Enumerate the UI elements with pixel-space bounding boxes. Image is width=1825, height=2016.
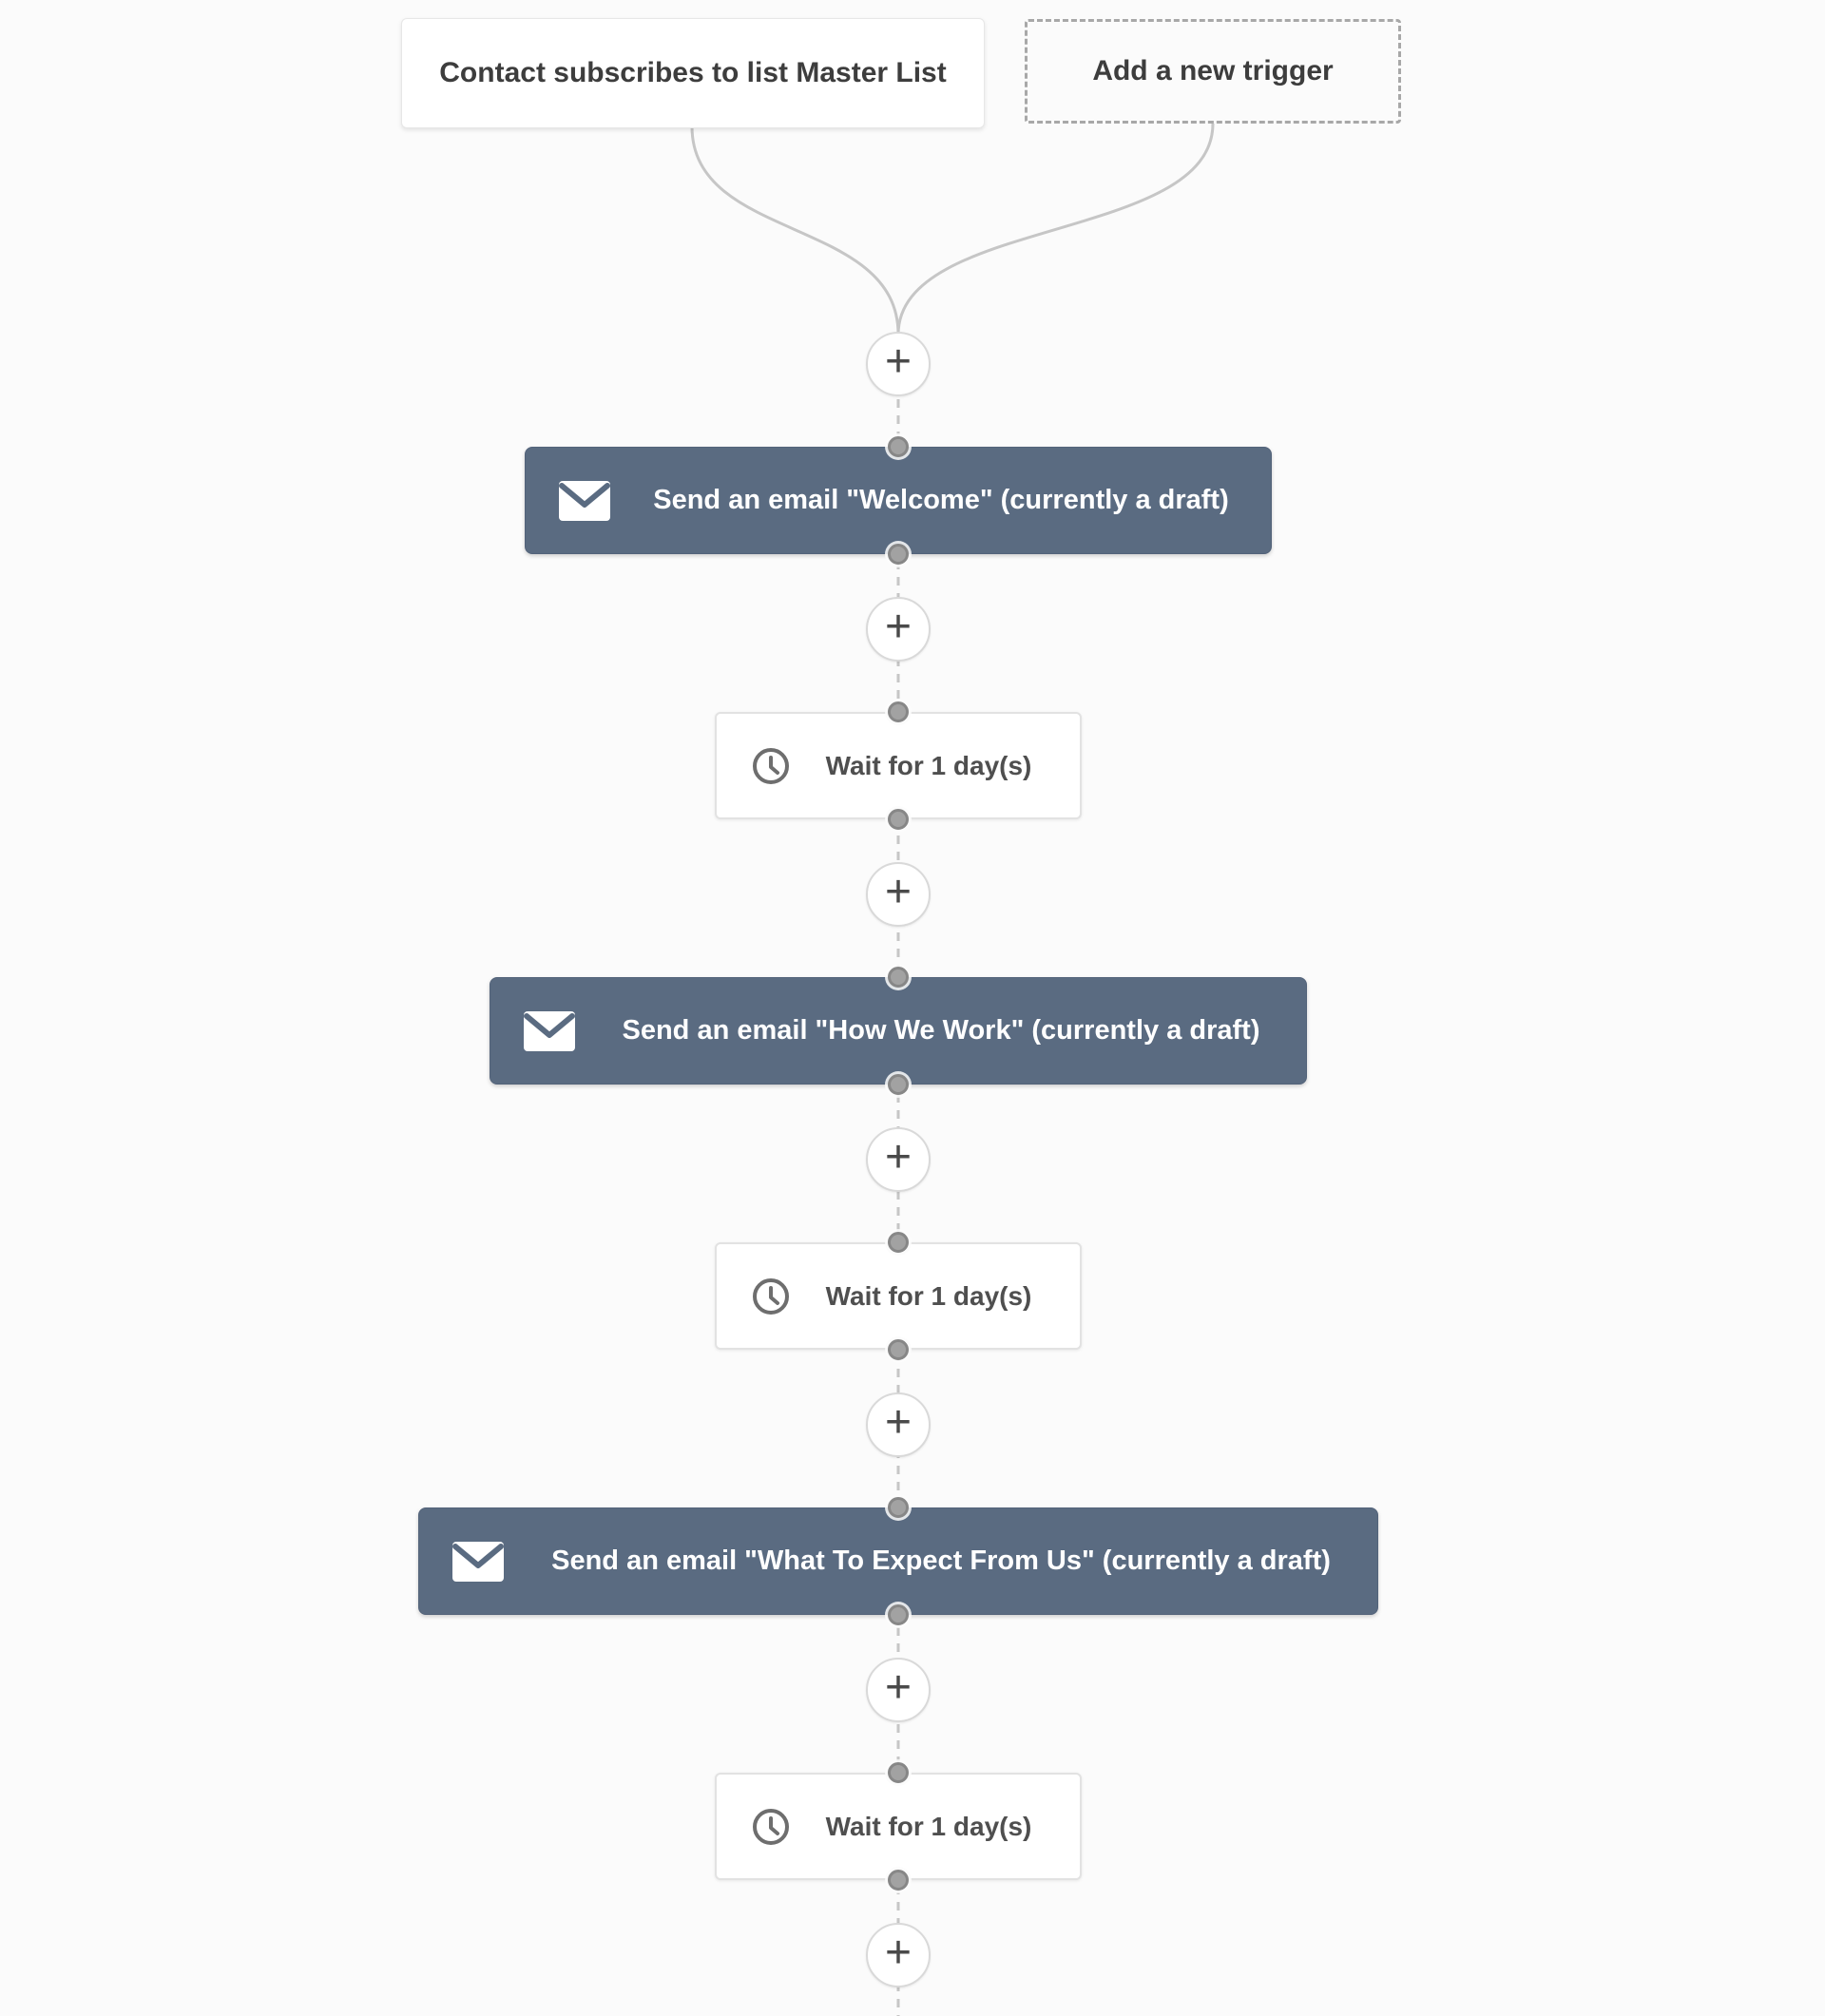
envelope-icon bbox=[523, 1010, 576, 1052]
node-dot bbox=[888, 1339, 909, 1360]
email-step-label: Send an email "How We Work" (currently a… bbox=[622, 1015, 1260, 1046]
plus-icon: + bbox=[884, 1928, 912, 1978]
email-step-label: Send an email "What To Expect From Us" (… bbox=[551, 1546, 1331, 1576]
plus-icon: + bbox=[884, 336, 912, 387]
node-dot bbox=[888, 701, 909, 722]
node-dot bbox=[888, 544, 909, 565]
clock-icon bbox=[751, 1277, 791, 1316]
add-step-button-5[interactable]: + bbox=[866, 1392, 931, 1457]
wait-step-label: Wait for 1 day(s) bbox=[825, 1280, 1032, 1311]
add-step-button-4[interactable]: + bbox=[866, 1127, 931, 1192]
node-dot bbox=[888, 1870, 909, 1891]
plus-icon: + bbox=[884, 867, 912, 917]
plus-icon: + bbox=[884, 602, 912, 652]
node-dot bbox=[888, 1232, 909, 1253]
add-step-button-7[interactable]: + bbox=[866, 1923, 931, 1987]
plus-icon: + bbox=[884, 1132, 912, 1182]
trigger-label: Contact subscribes to list Master List bbox=[439, 57, 947, 88]
add-trigger-label: Add a new trigger bbox=[1092, 55, 1334, 86]
add-step-button-3[interactable]: + bbox=[866, 862, 931, 927]
add-step-button-1[interactable]: + bbox=[866, 332, 931, 396]
email-step-card-what-to-expect[interactable]: Send an email "What To Expect From Us" (… bbox=[418, 1507, 1378, 1615]
node-dot bbox=[888, 436, 909, 457]
node-dot bbox=[888, 809, 909, 830]
add-trigger-connector-curve bbox=[896, 123, 1215, 336]
node-dot bbox=[888, 967, 909, 988]
node-dot bbox=[888, 1762, 909, 1783]
plus-icon: + bbox=[884, 1397, 912, 1448]
trigger-card[interactable]: Contact subscribes to list Master List bbox=[401, 18, 985, 128]
envelope-icon bbox=[558, 480, 611, 522]
add-step-button-6[interactable]: + bbox=[866, 1658, 931, 1722]
email-step-card-welcome[interactable]: Send an email "Welcome" (currently a dra… bbox=[525, 447, 1272, 554]
email-step-card-how-we-work[interactable]: Send an email "How We Work" (currently a… bbox=[490, 977, 1307, 1085]
add-step-button-2[interactable]: + bbox=[866, 597, 931, 662]
wait-step-label: Wait for 1 day(s) bbox=[825, 1811, 1032, 1841]
trigger-connector-curve bbox=[690, 125, 900, 336]
wait-step-card-2[interactable]: Wait for 1 day(s) bbox=[715, 1242, 1082, 1350]
clock-icon bbox=[751, 746, 791, 786]
plus-icon: + bbox=[884, 1662, 912, 1713]
wait-step-card-1[interactable]: Wait for 1 day(s) bbox=[715, 712, 1082, 819]
clock-icon bbox=[751, 1807, 791, 1847]
envelope-icon bbox=[451, 1541, 505, 1583]
email-step-label: Send an email "Welcome" (currently a dra… bbox=[653, 485, 1229, 515]
node-dot bbox=[888, 1497, 909, 1518]
node-dot bbox=[888, 1604, 909, 1625]
wait-step-card-3[interactable]: Wait for 1 day(s) bbox=[715, 1773, 1082, 1880]
node-dot bbox=[888, 1074, 909, 1095]
wait-step-label: Wait for 1 day(s) bbox=[825, 750, 1032, 780]
add-trigger-button[interactable]: Add a new trigger bbox=[1025, 19, 1401, 124]
